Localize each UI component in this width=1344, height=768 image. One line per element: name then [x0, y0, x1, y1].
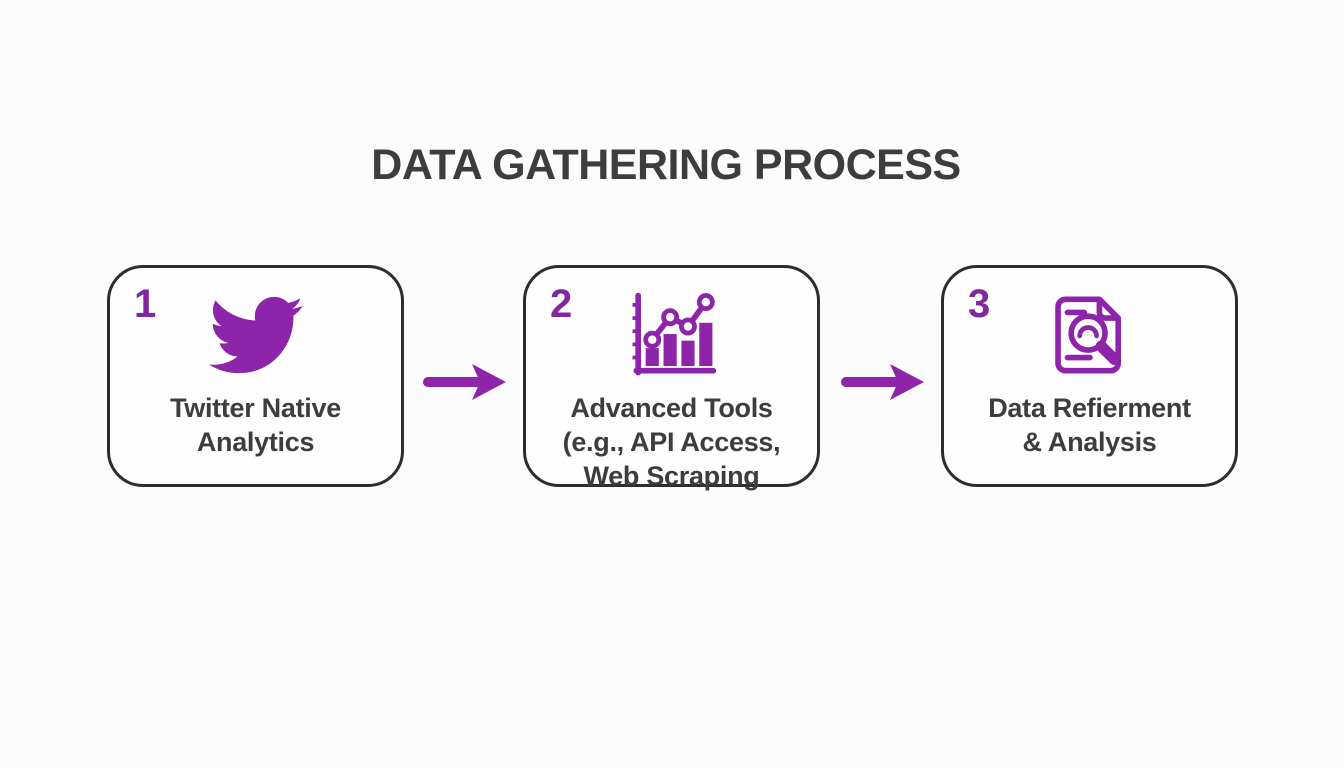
step-card-3: 3 Data Refierment & Analysis	[941, 265, 1238, 487]
step-3-label: Data Refierment & Analysis	[988, 393, 1191, 457]
step-1-label: Twitter Native Analytics	[170, 393, 341, 457]
arrow-right-icon	[422, 360, 508, 404]
step-3-number: 3	[968, 282, 991, 326]
arrow-right-icon	[840, 360, 926, 404]
twitter-bird-icon	[206, 288, 306, 382]
document-magnifier-icon	[1040, 288, 1140, 382]
step-1-number: 1	[134, 282, 157, 326]
bar-chart-trend-icon	[622, 288, 722, 382]
page-title: DATA GATHERING PROCESS	[371, 141, 961, 189]
step-2-label: Advanced Tools (e.g., API Access, Web Sc…	[562, 393, 781, 491]
step-2-number: 2	[550, 282, 573, 326]
step-card-1: 1 Twitter Native Analytics	[107, 265, 404, 487]
step-card-2: 2 Advanced Tools (e.g., API	[523, 265, 820, 491]
